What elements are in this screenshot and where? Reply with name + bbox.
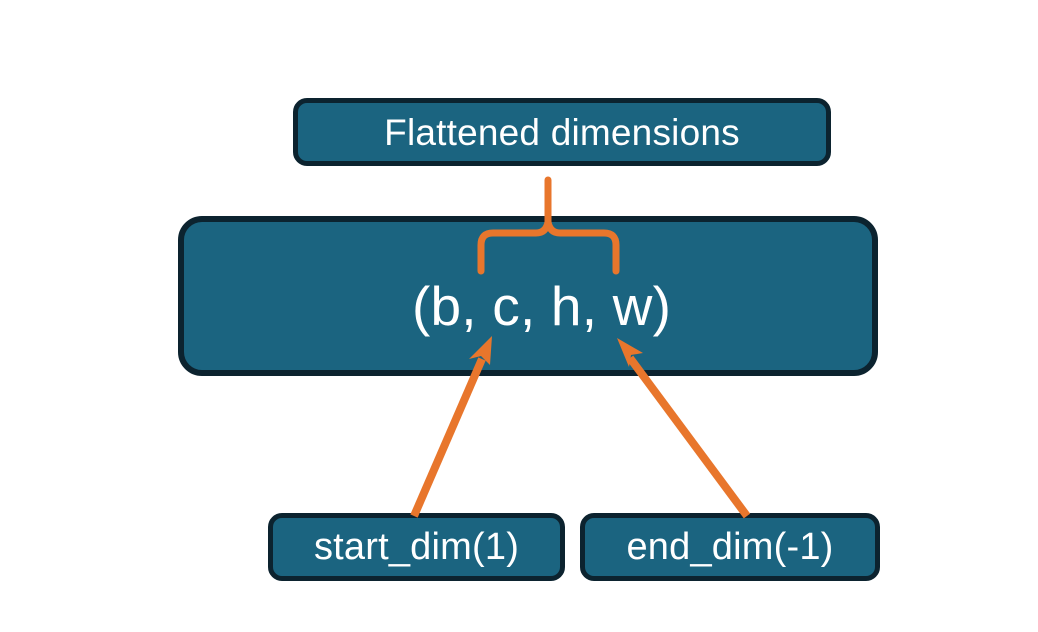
tensor-shape-box: (b, c, h, w)	[178, 216, 878, 376]
start-dim-box: start_dim(1)	[268, 513, 565, 581]
end-dim-label: end_dim(-1)	[626, 526, 834, 568]
flattened-dimensions-box: Flattened dimensions	[293, 98, 831, 166]
tensor-shape-label: (b, c, h, w)	[412, 275, 672, 337]
end-dim-box: end_dim(-1)	[580, 513, 880, 581]
flattened-dimensions-label: Flattened dimensions	[384, 111, 740, 153]
start-dim-label: start_dim(1)	[313, 526, 520, 568]
